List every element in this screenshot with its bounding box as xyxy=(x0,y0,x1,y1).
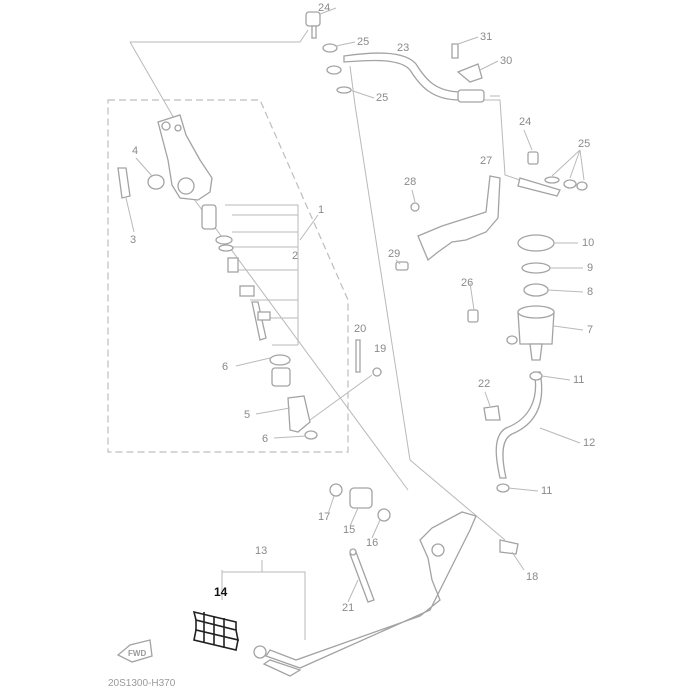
callout-29: 29 xyxy=(388,248,400,260)
callout-11-lower: 11 xyxy=(541,485,552,497)
callout-22: 22 xyxy=(478,378,490,390)
callout-4: 4 xyxy=(132,145,138,157)
brake-pedal xyxy=(253,511,477,677)
callout-2: 2 xyxy=(292,250,298,262)
callout-13: 13 xyxy=(255,545,267,557)
pedal-spring xyxy=(349,548,375,603)
callout-12: 12 xyxy=(583,437,595,449)
fwd-label: FWD xyxy=(128,649,146,658)
callout-21: 21 xyxy=(342,602,354,614)
callout-3: 3 xyxy=(130,234,136,246)
callout-7: 7 xyxy=(587,324,593,336)
callout-16: 16 xyxy=(366,537,378,549)
callout-6-upper: 6 xyxy=(222,361,228,373)
pedal-rubber-highlight xyxy=(192,610,240,651)
callout-11-upper: 11 xyxy=(573,374,584,386)
callout-28: 28 xyxy=(404,176,416,188)
master-cylinder-assembly-outline xyxy=(107,99,349,453)
master-cylinder-body xyxy=(157,114,213,201)
callout-31: 31 xyxy=(480,31,492,43)
callout-20: 20 xyxy=(354,323,366,335)
union-bolt-right xyxy=(517,151,588,197)
callout-8: 8 xyxy=(587,286,593,298)
callout-10: 10 xyxy=(582,237,594,249)
diagram-code: 20S1300-H370 xyxy=(108,678,176,689)
callout-5: 5 xyxy=(244,409,250,421)
callout-18: 18 xyxy=(526,571,538,583)
pin-and-cotter xyxy=(355,339,382,377)
master-cylinder-internals xyxy=(201,204,318,440)
reservoir-bracket xyxy=(395,175,501,271)
callout-24-right: 24 xyxy=(519,116,531,128)
callout-25-top: 25 xyxy=(357,36,369,48)
callout-26: 26 xyxy=(461,277,473,289)
reservoir-hose xyxy=(483,371,543,493)
bleed-screw xyxy=(117,167,165,199)
callout-1: 1 xyxy=(318,204,324,216)
brake-hose xyxy=(305,11,500,103)
reservoir xyxy=(467,234,555,361)
callout-25-mid: 25 xyxy=(376,92,388,104)
callout-30: 30 xyxy=(500,55,512,67)
callout-23: 23 xyxy=(397,42,409,54)
callout-6-lower: 6 xyxy=(262,433,268,445)
leader-lines xyxy=(129,29,521,640)
fwd-arrow-icon: FWD xyxy=(116,639,153,663)
callout-9: 9 xyxy=(587,262,593,274)
pedal-pivot-parts xyxy=(329,483,519,555)
callout-27: 27 xyxy=(480,155,492,167)
part-callouts: 24 25 23 31 30 25 24 25 27 28 29 10 9 8 … xyxy=(130,2,595,614)
callout-25-right: 25 xyxy=(578,138,590,150)
callout-15: 15 xyxy=(343,524,355,536)
callout-leaders xyxy=(125,7,585,603)
callout-17: 17 xyxy=(318,511,330,523)
callout-14-highlighted: 14 xyxy=(214,585,228,599)
callout-19: 19 xyxy=(374,343,386,355)
